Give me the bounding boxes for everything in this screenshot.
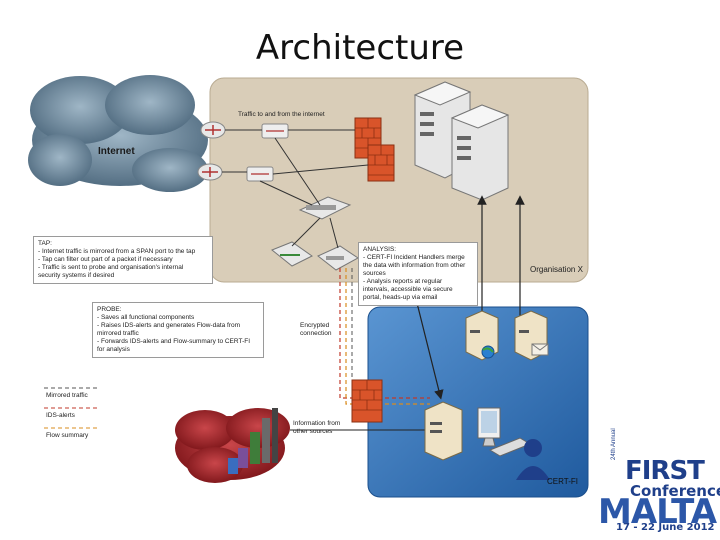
probe-note: PROBE: - Saves all functional components… xyxy=(92,302,264,358)
analysis-line: ANALYSIS: xyxy=(363,246,397,253)
logo-conference: Conference xyxy=(630,482,720,500)
logo-dates: 17 - 22 June 2012 xyxy=(616,522,715,533)
city-buildings-icon xyxy=(228,408,278,474)
logo-first: FIRST xyxy=(625,456,705,486)
probe-line: - Saves all functional components xyxy=(97,314,195,321)
analysis-line: - CERT-FI Incident Handlers merge xyxy=(363,254,465,261)
probe-line: for analysis xyxy=(97,346,130,353)
monitor-icon xyxy=(477,407,501,447)
router-icon xyxy=(197,163,223,181)
probe-line: - Raises IDS-alerts and generates Flow-d… xyxy=(97,322,241,329)
analysis-line: sources xyxy=(363,270,386,277)
analysis-server-icon xyxy=(424,401,463,461)
user-icon xyxy=(516,439,550,480)
mail-icon xyxy=(531,343,549,356)
analysis-line: the data with information from other xyxy=(363,262,466,269)
legend-flow-label: Flow summary xyxy=(46,432,89,439)
slide-title: Architecture xyxy=(255,28,465,68)
encrypted-text: Encrypted xyxy=(300,322,330,329)
tap-line: security systems if desired xyxy=(38,272,115,279)
globe-icon xyxy=(481,345,495,359)
analysis-note: ANALYSIS: - CERT-FI Incident Handlers me… xyxy=(358,242,478,306)
legend-ids-label: IDS-alerts xyxy=(46,412,75,419)
firewall-icon xyxy=(367,144,395,182)
server-icon xyxy=(450,104,510,201)
legend-mirrored-label: Mirrored traffic xyxy=(46,392,88,399)
encrypted-connection-label: Encrypted connection xyxy=(300,322,331,338)
cert-fi-label: CERT-FI xyxy=(547,477,578,486)
cert-firewall-icon xyxy=(351,379,383,423)
traffic-label: Traffic to and from the internet xyxy=(238,111,325,118)
connection-text: connection xyxy=(300,330,332,337)
probe-line: mirrored traffic xyxy=(97,330,139,337)
tap-note: TAP: - Internet traffic is mirrored from… xyxy=(33,236,213,284)
internet-cloud xyxy=(28,75,208,192)
legend xyxy=(44,387,100,429)
info-text: Information from xyxy=(293,420,341,427)
analysis-line: portal, heads-up via email xyxy=(363,294,438,301)
analysis-line: - Analysis reports at regular xyxy=(363,278,443,285)
probe-line: PROBE: xyxy=(97,306,122,313)
tap-line: - Internet traffic is mirrored from a SP… xyxy=(38,248,196,255)
logo-annual: 24th Annual xyxy=(611,428,617,460)
switch-icon xyxy=(246,166,274,182)
router-icon xyxy=(200,121,226,139)
core-switch-icon xyxy=(298,196,352,220)
tap-line: - Tap can filter out part of a packet if… xyxy=(38,256,173,263)
other-sources-text: other sources xyxy=(293,428,333,435)
switch-icon xyxy=(261,123,289,139)
probe-line: - Forwards IDS-alerts and Flow-summary t… xyxy=(97,338,251,345)
info-sources-label: Information from other sources xyxy=(293,420,340,436)
analysis-line: intervals, accessible via secure xyxy=(363,286,453,293)
logo-malta: MALTA xyxy=(598,492,717,532)
tap-line: - Traffic is sent to probe and organisat… xyxy=(38,264,184,271)
organisation-label: Organisation X xyxy=(530,265,583,274)
tap-line: TAP: xyxy=(38,240,52,247)
internet-label: Internet xyxy=(98,146,135,157)
tap-device-icon xyxy=(271,241,313,267)
